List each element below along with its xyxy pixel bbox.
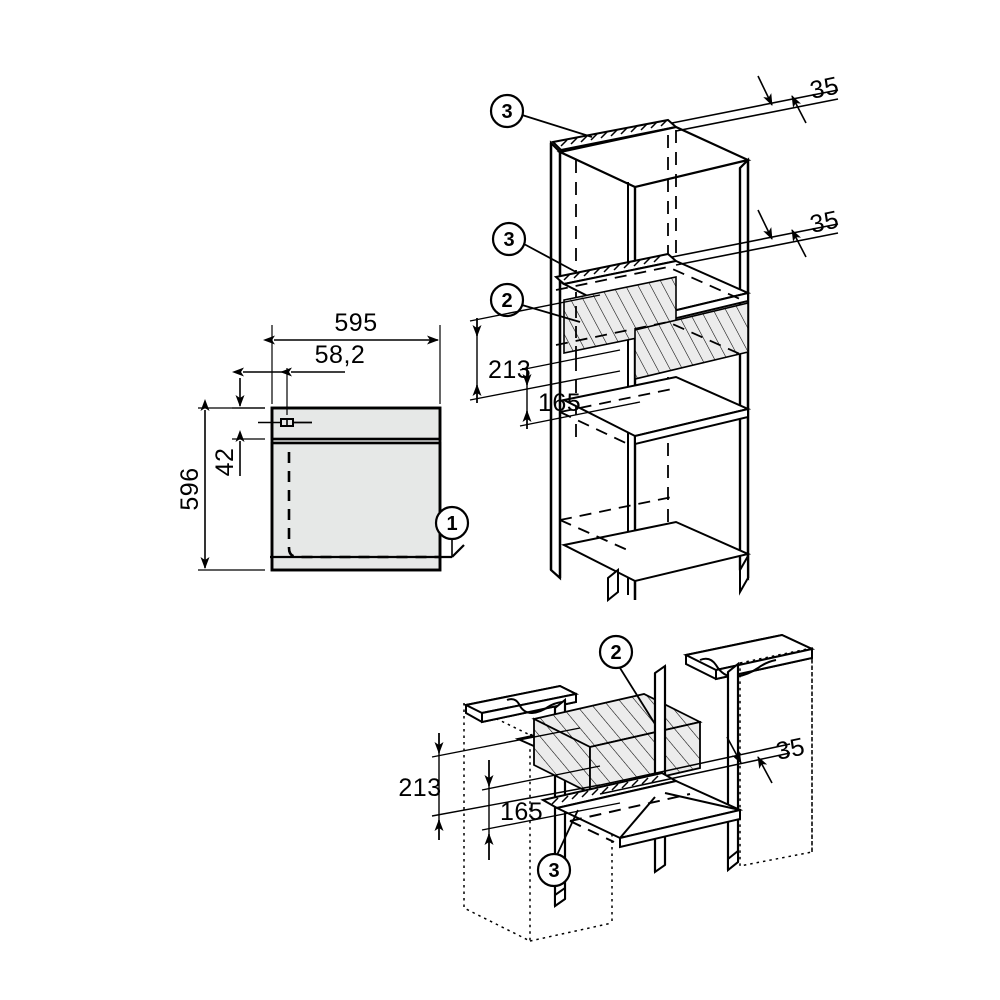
dimension-42-label: 42	[211, 448, 239, 477]
detail-hidden-lines	[569, 793, 691, 843]
dimension-213-cabinet-label: 213	[488, 356, 531, 384]
tall-cabinet-group: 3 3 2 35 35	[469, 71, 841, 603]
cabinet-left-panel-edge	[549, 140, 562, 581]
callout-2-detail-group[interactable]: 2	[598, 634, 656, 725]
dimension-58-2: 58,2	[232, 341, 366, 415]
callout-3-mid-circle[interactable]	[491, 221, 527, 257]
callout-1-tick	[451, 544, 465, 558]
callout-3-detail-leader	[556, 809, 579, 856]
appliance-outline	[270, 406, 442, 572]
callout-2-cabinet-label: 2	[501, 290, 512, 312]
control-panel-strip	[270, 406, 442, 441]
dimension-213-detail-label: 213	[398, 774, 441, 802]
detail-right-inner-panel	[727, 661, 739, 873]
detail-left-panel-foot	[554, 886, 566, 908]
dimension-35-mid: 35	[671, 205, 841, 266]
dimension-58-2-label: 58,2	[315, 341, 366, 369]
dimension-165-cabinet: 165	[519, 349, 641, 429]
callout-2-cabinet-leader	[521, 304, 581, 323]
dimension-35-detail-label: 35	[773, 732, 807, 765]
callout-3-mid-group[interactable]: 3	[491, 221, 577, 273]
detail-view-group: 2 3 213 165	[398, 633, 816, 943]
callout-3-top-circle[interactable]	[489, 93, 525, 129]
dimension-35-top-label: 35	[807, 71, 841, 104]
detail-shelf-front-edge	[619, 808, 741, 849]
niche-hatch-right	[634, 301, 749, 381]
cabinet-plinth-left	[607, 567, 619, 603]
callout-3-mid-label: 3	[503, 229, 514, 251]
callout-1-group[interactable]: 1	[270, 505, 470, 559]
callout-1-circle[interactable]	[434, 505, 470, 541]
detail-right-panel-foot	[727, 848, 739, 873]
callout-2-detail-circle[interactable]	[598, 634, 634, 670]
callout-3-top-group[interactable]: 3	[489, 93, 593, 138]
detail-right-front-panel	[654, 664, 666, 874]
front-view-group: 595 58,2 596 42	[176, 309, 470, 572]
dimension-35-top: 35	[671, 71, 841, 132]
dimension-42: 42	[211, 378, 265, 476]
callout-1-label: 1	[446, 513, 457, 535]
callout-3-top-label: 3	[501, 101, 512, 123]
appliance-door-panel	[270, 441, 442, 572]
callout-2-cabinet-circle[interactable]	[489, 282, 525, 318]
dimension-35-detail: 35	[595, 732, 807, 795]
door-latch-detail	[258, 418, 312, 427]
callout-3-top-leader	[521, 114, 593, 138]
inner-door-dashed-outline	[287, 452, 441, 559]
callout-3-detail-circle[interactable]	[536, 852, 572, 888]
dimension-596-label: 596	[176, 467, 204, 510]
dimension-165-cabinet-label: 165	[538, 389, 581, 417]
dimension-595-label: 595	[334, 309, 377, 337]
dimension-595: 595	[263, 309, 439, 345]
niche-hidden-outline	[555, 266, 741, 360]
dimension-213-detail: 213	[398, 727, 601, 840]
detail-left-worktop-wave	[506, 698, 563, 715]
cabinet-shelf-lower-front	[634, 407, 749, 446]
callout-3-detail-label: 3	[548, 860, 559, 882]
dimension-35-mid-label: 35	[807, 205, 841, 238]
dimension-165-detail-label: 165	[500, 798, 543, 826]
callout-2-detail-leader	[619, 667, 656, 725]
callout-3-detail-group[interactable]: 3	[536, 809, 579, 888]
dimension-165-detail: 165	[481, 760, 621, 860]
callout-3-mid-leader	[523, 243, 577, 273]
callout-2-cabinet-group[interactable]: 2	[489, 282, 581, 323]
callout-2-detail-label: 2	[610, 642, 621, 664]
